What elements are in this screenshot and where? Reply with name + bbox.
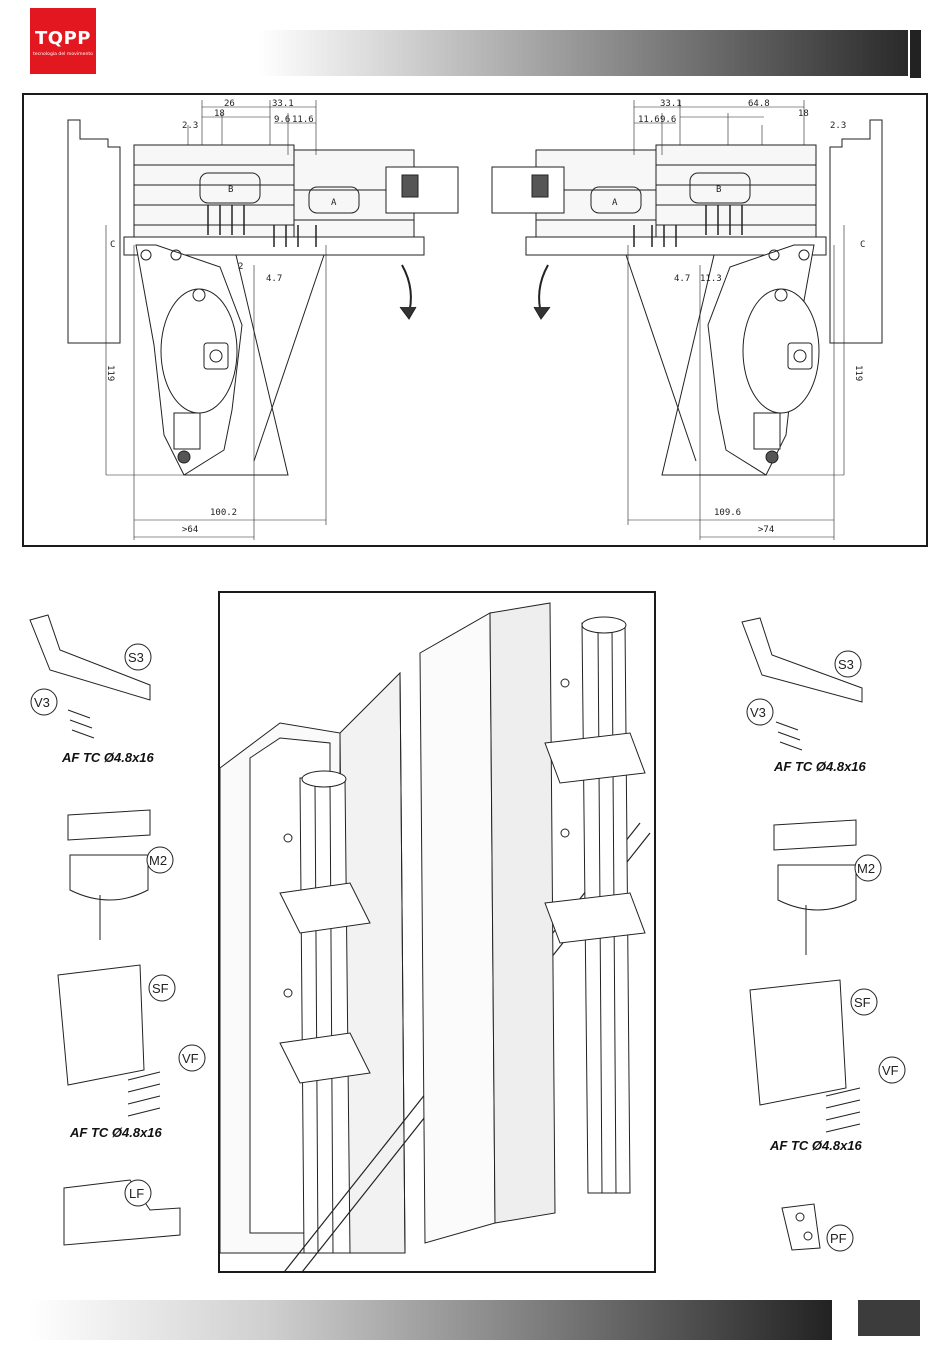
installation-section-drawing: 26 33.1 18 2.3 9.6 11.6 2 4.7 119 100.2 … (22, 93, 928, 547)
dim-right-4-7: 4.7 (674, 274, 690, 284)
screw-spec-right-1: AF TC Ø4.8x16 (774, 759, 866, 774)
logo-name: TQPP (30, 28, 96, 49)
part-v3-label-left: V3 (34, 695, 50, 710)
dim-right-33-1: 33.1 (660, 99, 682, 109)
part-vf-label-left: VF (182, 1051, 199, 1066)
part-sf-label-right: SF (854, 995, 871, 1010)
header-gradient-bar (258, 30, 908, 76)
dim-right-64-8: 64.8 (748, 99, 770, 109)
header-end-tab (910, 30, 921, 78)
part-m2-label-left: M2 (149, 853, 167, 868)
dim-left-11-6: 11.6 (292, 115, 314, 125)
profile-b-left: B (228, 185, 233, 195)
wall-label-left: C (110, 240, 115, 250)
right-parts-svg: S3 V3 M2 SF VF PF (730, 610, 930, 1260)
dim-right-2-3: 2.3 (830, 121, 846, 131)
wall-label-right: C (860, 240, 865, 250)
section-drawing-svg: 26 33.1 18 2.3 9.6 11.6 2 4.7 119 100.2 … (24, 95, 926, 545)
left-parts-svg: S3 V3 M2 SF VF LF (20, 610, 220, 1260)
logo-tagline: tecnologia del movimento (30, 52, 96, 57)
dim-right-109-6: 109.6 (714, 508, 741, 518)
dim-left-119: 119 (105, 365, 115, 381)
dim-left-100-2: 100.2 (210, 508, 237, 518)
screw-spec-right-2: AF TC Ø4.8x16 (770, 1138, 862, 1153)
dim-left-2: 2 (238, 262, 243, 272)
isometric-svg (220, 593, 654, 1271)
part-v3-label-right: V3 (750, 705, 766, 720)
brand-logo: TQPP tecnologia del movimento (30, 8, 96, 74)
part-s3-label-left: S3 (128, 650, 144, 665)
part-pf-label-right: PF (830, 1231, 847, 1246)
dim-left-33-1: 33.1 (272, 99, 294, 109)
dim-left-4-7: 4.7 (266, 274, 282, 284)
dim-right-119: 119 (853, 365, 863, 381)
screw-spec-left-1: AF TC Ø4.8x16 (62, 750, 154, 765)
dim-left-64: >64 (182, 525, 198, 535)
dim-right-9-6: 9.6 (660, 115, 676, 125)
footer-gradient-bar (28, 1300, 832, 1340)
profile-a-right: A (612, 198, 618, 208)
dim-right-18: 18 (798, 109, 809, 119)
profile-a-left: A (331, 198, 337, 208)
screws-left-1 (68, 710, 94, 738)
dim-left-9-6: 9.6 (274, 115, 290, 125)
dim-right-11-3: 11.3 (700, 274, 722, 284)
part-m2-label-right: M2 (857, 861, 875, 876)
dim-left-26: 26 (224, 99, 235, 109)
part-s3-label-right: S3 (838, 657, 854, 672)
isometric-installation-drawing (218, 591, 656, 1273)
dim-left-2-3: 2.3 (182, 121, 198, 131)
dim-right-11-6: 11.6 (638, 115, 660, 125)
dim-right-74: >74 (758, 525, 774, 535)
part-sf-label-left: SF (152, 981, 169, 996)
dim-left-18: 18 (214, 109, 225, 119)
part-vf-label-right: VF (882, 1063, 899, 1078)
profile-b-right: B (716, 185, 721, 195)
part-lf-label-left: LF (129, 1186, 144, 1201)
page-number-box (858, 1300, 920, 1336)
screw-spec-left-2: AF TC Ø4.8x16 (70, 1125, 162, 1140)
